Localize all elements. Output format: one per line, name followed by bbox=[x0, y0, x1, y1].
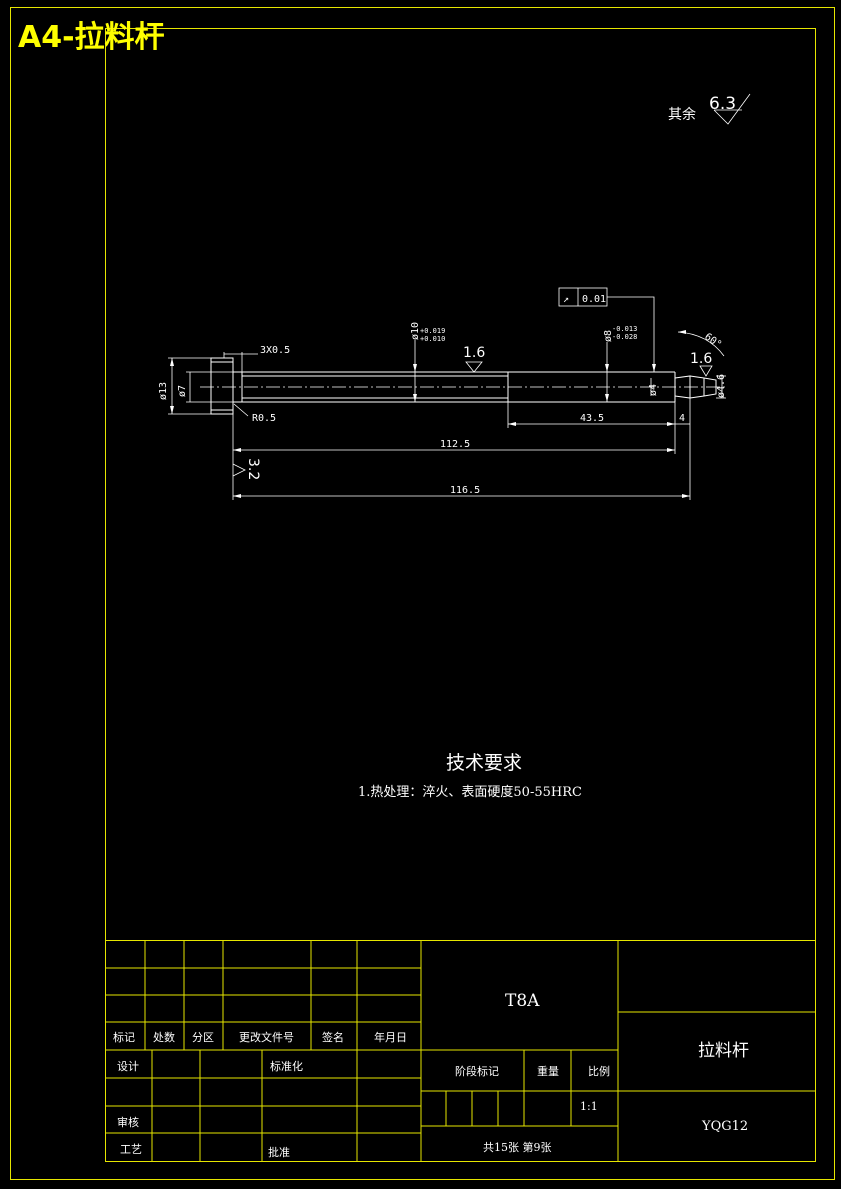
dim-dia-10: ø10 bbox=[410, 322, 421, 340]
dim-len-43-5: 43.5 bbox=[580, 413, 604, 424]
tb-standardize: 标准化 bbox=[270, 1059, 303, 1073]
roughness-other-value: 6.3 bbox=[709, 94, 736, 114]
dim-len-4: 4 bbox=[679, 413, 685, 424]
dim-dia-10-tol-lower: +0.010 bbox=[420, 335, 445, 343]
tb-material: T8A bbox=[505, 991, 540, 1011]
dim-dia-7: ø7 bbox=[177, 385, 188, 397]
tech-req-heading: 技术要求 bbox=[446, 752, 522, 774]
tb-col-date: 年月日 bbox=[374, 1030, 407, 1044]
roughness-mid-icon bbox=[465, 361, 483, 373]
roughness-tip-icon bbox=[699, 365, 713, 377]
dim-len-116-5: 116.5 bbox=[450, 485, 480, 496]
sheet-title: A4-拉料杆 bbox=[18, 20, 165, 55]
tb-drawing-no: YQG12 bbox=[701, 1119, 748, 1134]
roughness-surface-2: 1.6 bbox=[690, 351, 712, 367]
dim-angle: 60° bbox=[702, 331, 723, 350]
roughness-surface-3: 3.2 bbox=[245, 458, 261, 480]
dim-dia-8-tol-upper: -0.013 bbox=[612, 325, 637, 333]
pull-rod-part bbox=[200, 357, 726, 415]
tb-design: 设计 bbox=[117, 1060, 139, 1073]
tb-part-name: 拉料杆 bbox=[698, 1041, 749, 1061]
roughness-symbol-icon bbox=[713, 93, 751, 125]
inner-border bbox=[105, 28, 816, 1162]
tolerance-symbol: ↗ bbox=[563, 294, 569, 305]
tolerance-value: 0.01 bbox=[582, 294, 606, 305]
tb-scale-value: 1:1 bbox=[580, 1100, 598, 1113]
dim-chamfer: 3X0.5 bbox=[260, 345, 290, 356]
tb-col-qty: 处数 bbox=[153, 1031, 175, 1044]
tb-col-mark: 标记 bbox=[113, 1030, 135, 1044]
tb-process: 工艺 bbox=[120, 1143, 142, 1156]
roughness-surface-1: 1.6 bbox=[463, 345, 485, 361]
dim-dia-8: ø8 bbox=[603, 330, 614, 342]
rod-head bbox=[210, 357, 234, 415]
dim-dia-13: ø13 bbox=[158, 382, 169, 400]
dim-dia-4: ø4 bbox=[648, 384, 659, 396]
tb-scale-label: 比例 bbox=[588, 1064, 610, 1078]
tb-review: 审核 bbox=[117, 1115, 139, 1129]
tb-sheets: 共15张 第9张 bbox=[483, 1140, 552, 1154]
dim-dia-8-tol-lower: -0.028 bbox=[612, 333, 637, 341]
roughness-other-label: 其余 bbox=[668, 106, 696, 123]
tb-approve: 批准 bbox=[268, 1145, 290, 1159]
dim-radius: R0.5 bbox=[252, 413, 276, 424]
tb-col-doc: 更改文件号 bbox=[239, 1030, 294, 1044]
dim-dia-10-tol-upper: +0.019 bbox=[420, 327, 445, 335]
dim-len-112-5: 112.5 bbox=[440, 439, 470, 450]
roughness-left-icon bbox=[232, 463, 246, 477]
tb-col-zone: 分区 bbox=[192, 1031, 214, 1044]
outer-border bbox=[10, 7, 835, 1180]
tb-stage-mark: 阶段标记 bbox=[455, 1064, 499, 1078]
tb-weight: 重量 bbox=[537, 1064, 559, 1078]
dim-dia-4-6: ø4.6 bbox=[716, 374, 727, 398]
tech-req-line-1: 1.热处理：淬火、表面硬度50-55HRC bbox=[358, 784, 582, 800]
title-block bbox=[105, 940, 816, 1162]
tb-col-sign: 签名 bbox=[322, 1030, 344, 1044]
